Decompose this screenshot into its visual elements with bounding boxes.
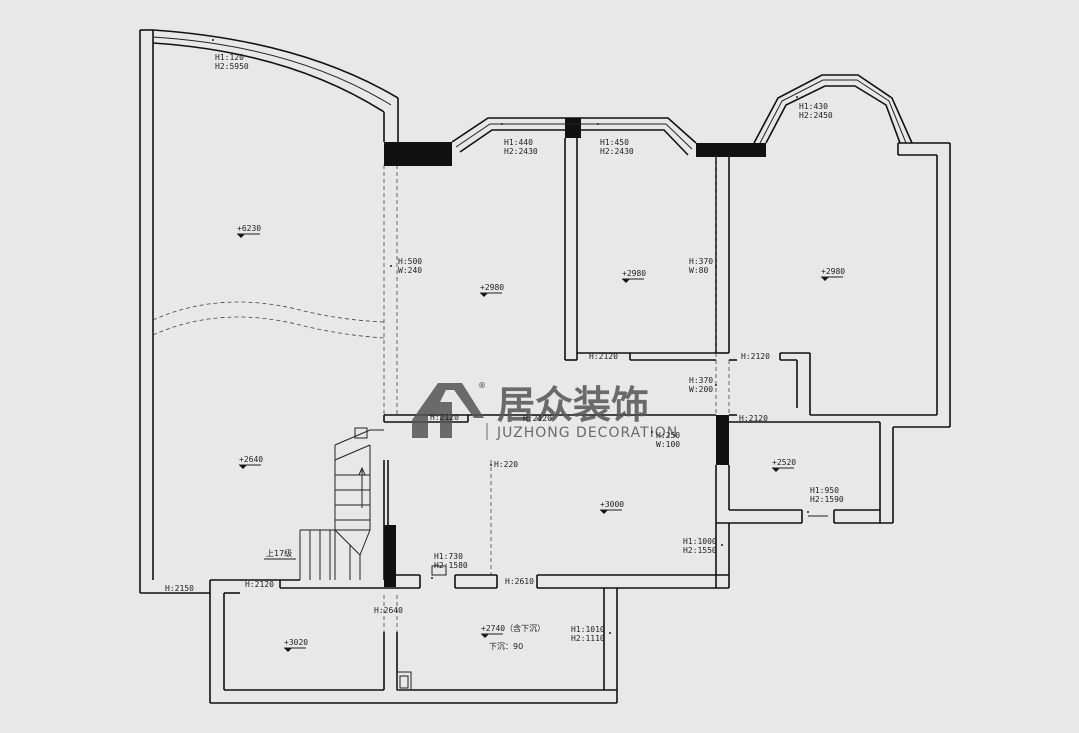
annotation: H2:1590	[810, 495, 844, 504]
annotation: H:370	[689, 376, 713, 385]
bottom-walls	[209, 574, 729, 704]
svg-text:+2520: +2520	[772, 458, 796, 467]
column-block	[696, 143, 766, 157]
annotation: H:220	[494, 460, 518, 469]
brand-name-en: JUZHONG DECORATION	[496, 425, 678, 441]
level-marker: +2640	[239, 455, 263, 469]
annotation: H:250	[656, 431, 680, 440]
annotation: H2:1110	[571, 634, 605, 643]
annotation: H2:2430	[600, 147, 634, 156]
annotation: H1:430	[799, 102, 828, 111]
annotation: H:2120	[430, 413, 459, 422]
annotation: H2:2430	[504, 147, 538, 156]
level-marker: +2980	[622, 269, 646, 283]
sink-label: 下沉：90	[489, 642, 523, 651]
middle-walls	[383, 352, 950, 588]
registered-mark: ®	[478, 381, 486, 390]
svg-text:+2980: +2980	[622, 269, 646, 278]
annotations: H1:120 H2:5950 H1:440 H2:2430 H1:450 H2:…	[165, 39, 844, 643]
level-markers: +6230 +2980 +2980 +2980 +2640 +3000 +252…	[237, 224, 845, 652]
annotation: H2:1550	[683, 546, 717, 555]
level-marker: +2520	[772, 458, 796, 472]
annotation: H2:1580	[434, 561, 468, 570]
svg-text:+2980: +2980	[821, 267, 845, 276]
annotation: H1:730	[434, 552, 463, 561]
annotation: H:370	[689, 257, 713, 266]
column-block	[384, 525, 396, 587]
annotation: H:2120	[739, 414, 768, 423]
svg-text:+6230: +6230	[237, 224, 261, 233]
brand-logo: ® 居众装饰 JUZHONG DECORATION	[412, 381, 678, 441]
annotation: H:2120	[245, 580, 274, 589]
annotation: W:80	[689, 266, 708, 275]
annotation: H2:2450	[799, 111, 833, 120]
svg-text:+2740（含下沉）: +2740（含下沉）	[481, 623, 545, 633]
annotation: H1:120	[215, 53, 244, 62]
top-bay-walls	[451, 117, 697, 361]
annotation: H1:1010	[571, 625, 605, 634]
right-room-walls	[715, 74, 951, 427]
level-marker: +2980	[480, 283, 504, 297]
level-marker: +3000	[600, 500, 624, 514]
stairs-label: 上17级	[266, 548, 292, 558]
level-marker: +6230	[237, 224, 261, 238]
svg-text:+3020: +3020	[284, 638, 308, 647]
annotation: H1:450	[600, 138, 629, 147]
annotation: W:200	[689, 385, 713, 394]
annotation: H1:440	[504, 138, 533, 147]
column-block	[716, 415, 729, 465]
annotation: H:2120	[589, 352, 618, 361]
annotation: H1:950	[810, 486, 839, 495]
annotation: W:240	[398, 266, 422, 275]
annotation: H:2640	[374, 606, 403, 615]
annotation: W:100	[656, 440, 680, 449]
level-marker: +2740（含下沉）	[481, 623, 545, 638]
left-room-walls	[139, 29, 399, 594]
annotation: H:2150	[165, 584, 194, 593]
annotation: H:2120	[523, 414, 552, 423]
annotation: H1:1000	[683, 537, 717, 546]
house-logo-icon	[412, 383, 484, 438]
brand-name-cn: 居众装饰	[497, 383, 649, 427]
staircase	[299, 427, 389, 580]
level-marker: +3020	[284, 638, 308, 652]
annotation: H2:5950	[215, 62, 249, 71]
svg-text:+2640: +2640	[239, 455, 263, 464]
column-block	[565, 118, 581, 138]
column-block	[384, 142, 452, 166]
svg-text:+2980: +2980	[480, 283, 504, 292]
svg-text:+3000: +3000	[600, 500, 624, 509]
annotation: H:500	[398, 257, 422, 266]
annotation: H:2610	[505, 577, 534, 586]
level-marker: +2980	[821, 267, 845, 281]
annotation: H:2120	[741, 352, 770, 361]
